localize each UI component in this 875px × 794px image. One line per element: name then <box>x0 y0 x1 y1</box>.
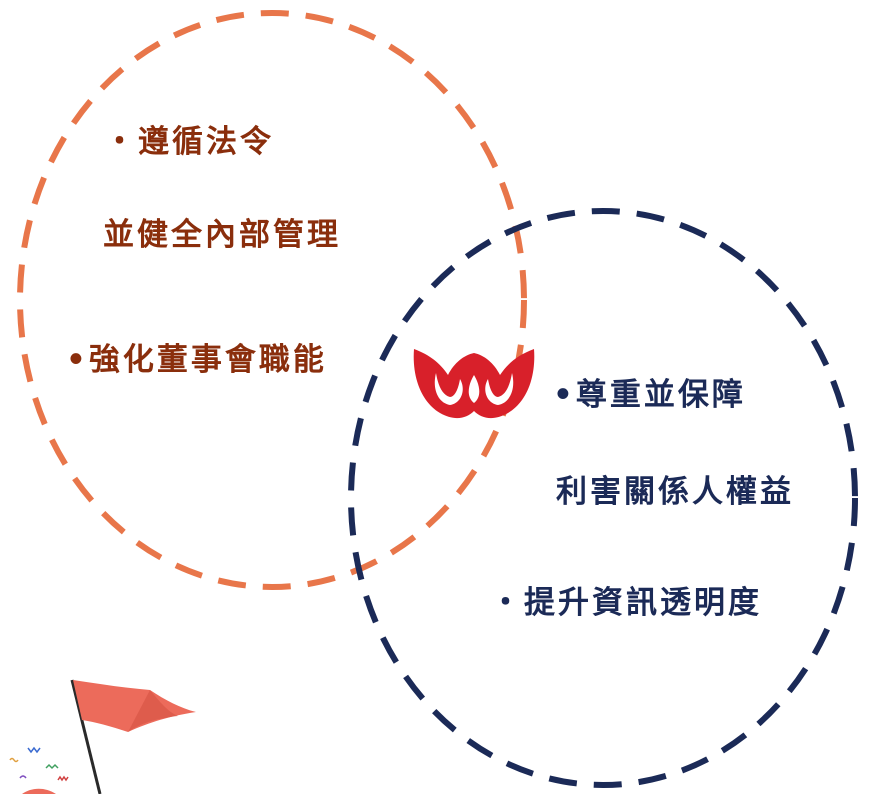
bottom-corner-shape <box>22 788 56 794</box>
right-dashed-circle <box>348 208 858 788</box>
confetti-decoration <box>9 746 69 782</box>
right-item-stakeholder-rights: •尊重並保障 <box>553 377 746 413</box>
left-item-compliance: ・遵循法令 <box>104 124 274 160</box>
red-flag-icon <box>70 679 196 794</box>
right-item-stakeholder-rights-continued: 利害關係人權益 <box>556 474 794 510</box>
left-dashed-circle <box>17 10 527 590</box>
left-item-compliance-continued: 並健全內部管理 <box>103 217 341 253</box>
left-item-board-function: •強化董事會職能 <box>66 342 327 378</box>
red-tulip-logo-icon <box>413 349 535 419</box>
right-item-transparency: ・提升資訊透明度 <box>490 585 762 621</box>
